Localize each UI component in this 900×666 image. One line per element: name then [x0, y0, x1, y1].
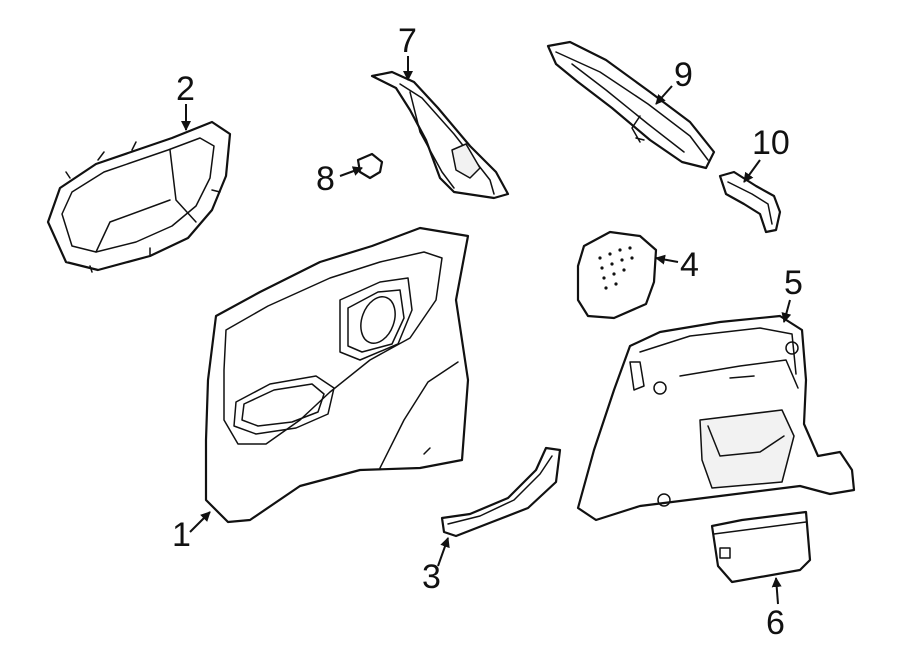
- callout-5: 5: [784, 264, 803, 302]
- callout-6: 6: [766, 604, 785, 642]
- callout-7: 7: [398, 22, 417, 60]
- part-5-quarter-trim-lower: [576, 314, 856, 522]
- part-2-quarter-trim-upper: [46, 120, 232, 273]
- leader-1: [189, 511, 211, 533]
- part-9-rail: [546, 40, 716, 170]
- callout-10: 10: [752, 124, 790, 162]
- callout-9: 9: [674, 56, 693, 94]
- part-8-clip: [356, 152, 384, 180]
- part-3-sill-trim: [440, 446, 562, 538]
- part-7-pillar-trim: [370, 70, 510, 200]
- callout-1: 1: [172, 516, 191, 554]
- callout-2: 2: [176, 70, 195, 108]
- callout-4: 4: [680, 246, 699, 284]
- leader-3: [437, 537, 450, 567]
- part-1-door-panel: [204, 226, 470, 524]
- leader-10: [743, 159, 761, 183]
- part-10-bracket: [718, 170, 782, 234]
- leader-4: [655, 254, 679, 265]
- callout-3: 3: [422, 558, 441, 596]
- callout-8: 8: [316, 160, 335, 198]
- leader-6: [771, 577, 782, 605]
- leader-9: [655, 85, 673, 105]
- leader-5: [781, 299, 792, 323]
- leader-8: [339, 166, 363, 177]
- part-4-grille-cover: [576, 230, 658, 320]
- part-6-storage-cover: [710, 510, 812, 584]
